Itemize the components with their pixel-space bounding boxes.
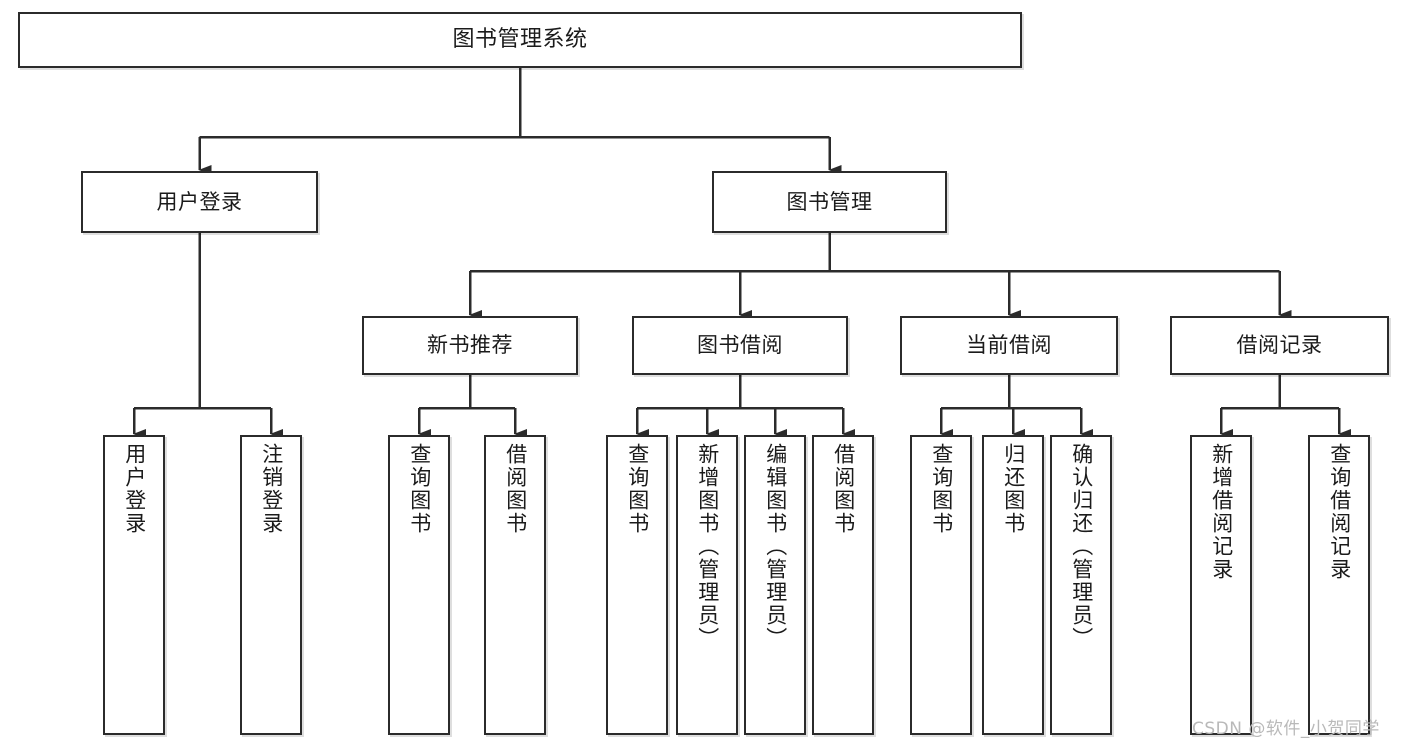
node-label-book-borrow: 图书借阅 [697, 333, 783, 358]
node-label-leaf-query-book-2: 查询图书 [625, 443, 650, 535]
node-leaf-query-record[interactable]: 查询借阅记录 [1308, 435, 1370, 735]
node-leaf-return-book[interactable]: 归还图书 [982, 435, 1044, 735]
node-label-leaf-edit-book: 编辑图书（管理员） [763, 443, 788, 650]
node-current-borrow[interactable]: 当前借阅 [900, 316, 1118, 375]
node-leaf-query-book-3[interactable]: 查询图书 [910, 435, 972, 735]
node-leaf-confirm-return[interactable]: 确认归还（管理员） [1050, 435, 1112, 735]
node-leaf-add-book[interactable]: 新增图书（管理员） [676, 435, 738, 735]
node-label-borrow-record: 借阅记录 [1236, 333, 1323, 358]
node-label-leaf-borrow-book-2: 借阅图书 [831, 443, 856, 535]
node-leaf-logout[interactable]: 注销登录 [240, 435, 302, 735]
node-leaf-add-record[interactable]: 新增借阅记录 [1190, 435, 1252, 735]
node-leaf-borrow-book-2[interactable]: 借阅图书 [812, 435, 874, 735]
node-label-leaf-add-book: 新增图书（管理员） [695, 443, 720, 650]
node-leaf-query-book-2[interactable]: 查询图书 [606, 435, 668, 735]
node-leaf-edit-book[interactable]: 编辑图书（管理员） [744, 435, 806, 735]
node-leaf-user-login[interactable]: 用户登录 [103, 435, 165, 735]
node-label-user-login: 用户登录 [156, 189, 243, 214]
node-label-leaf-query-book-1: 查询图书 [407, 443, 432, 535]
node-borrow-record[interactable]: 借阅记录 [1170, 316, 1389, 375]
node-leaf-borrow-book-1[interactable]: 借阅图书 [484, 435, 546, 735]
node-label-current-borrow: 当前借阅 [966, 333, 1052, 358]
node-book-borrow[interactable]: 图书借阅 [632, 316, 848, 375]
node-leaf-query-book-1[interactable]: 查询图书 [388, 435, 450, 735]
node-user-login[interactable]: 用户登录 [81, 171, 318, 233]
node-label-leaf-borrow-book-1: 借阅图书 [503, 443, 528, 535]
node-label-new-book-recommend: 新书推荐 [427, 333, 513, 358]
node-label-leaf-add-record: 新增借阅记录 [1209, 443, 1234, 581]
node-label-leaf-return-book: 归还图书 [1001, 443, 1026, 535]
node-label-leaf-query-record: 查询借阅记录 [1327, 443, 1352, 581]
node-new-book-recommend[interactable]: 新书推荐 [362, 316, 578, 375]
node-label-leaf-query-book-3: 查询图书 [929, 443, 954, 535]
node-label-root: 图书管理系统 [452, 27, 588, 53]
node-root[interactable]: 图书管理系统 [18, 12, 1022, 68]
connector-layer [132, 68, 1351, 439]
node-label-leaf-user-login: 用户登录 [122, 443, 147, 535]
node-label-book-manage: 图书管理 [786, 189, 873, 214]
node-book-manage[interactable]: 图书管理 [712, 171, 947, 233]
node-label-leaf-confirm-return: 确认归还（管理员） [1069, 443, 1094, 650]
node-label-leaf-logout: 注销登录 [259, 443, 284, 535]
